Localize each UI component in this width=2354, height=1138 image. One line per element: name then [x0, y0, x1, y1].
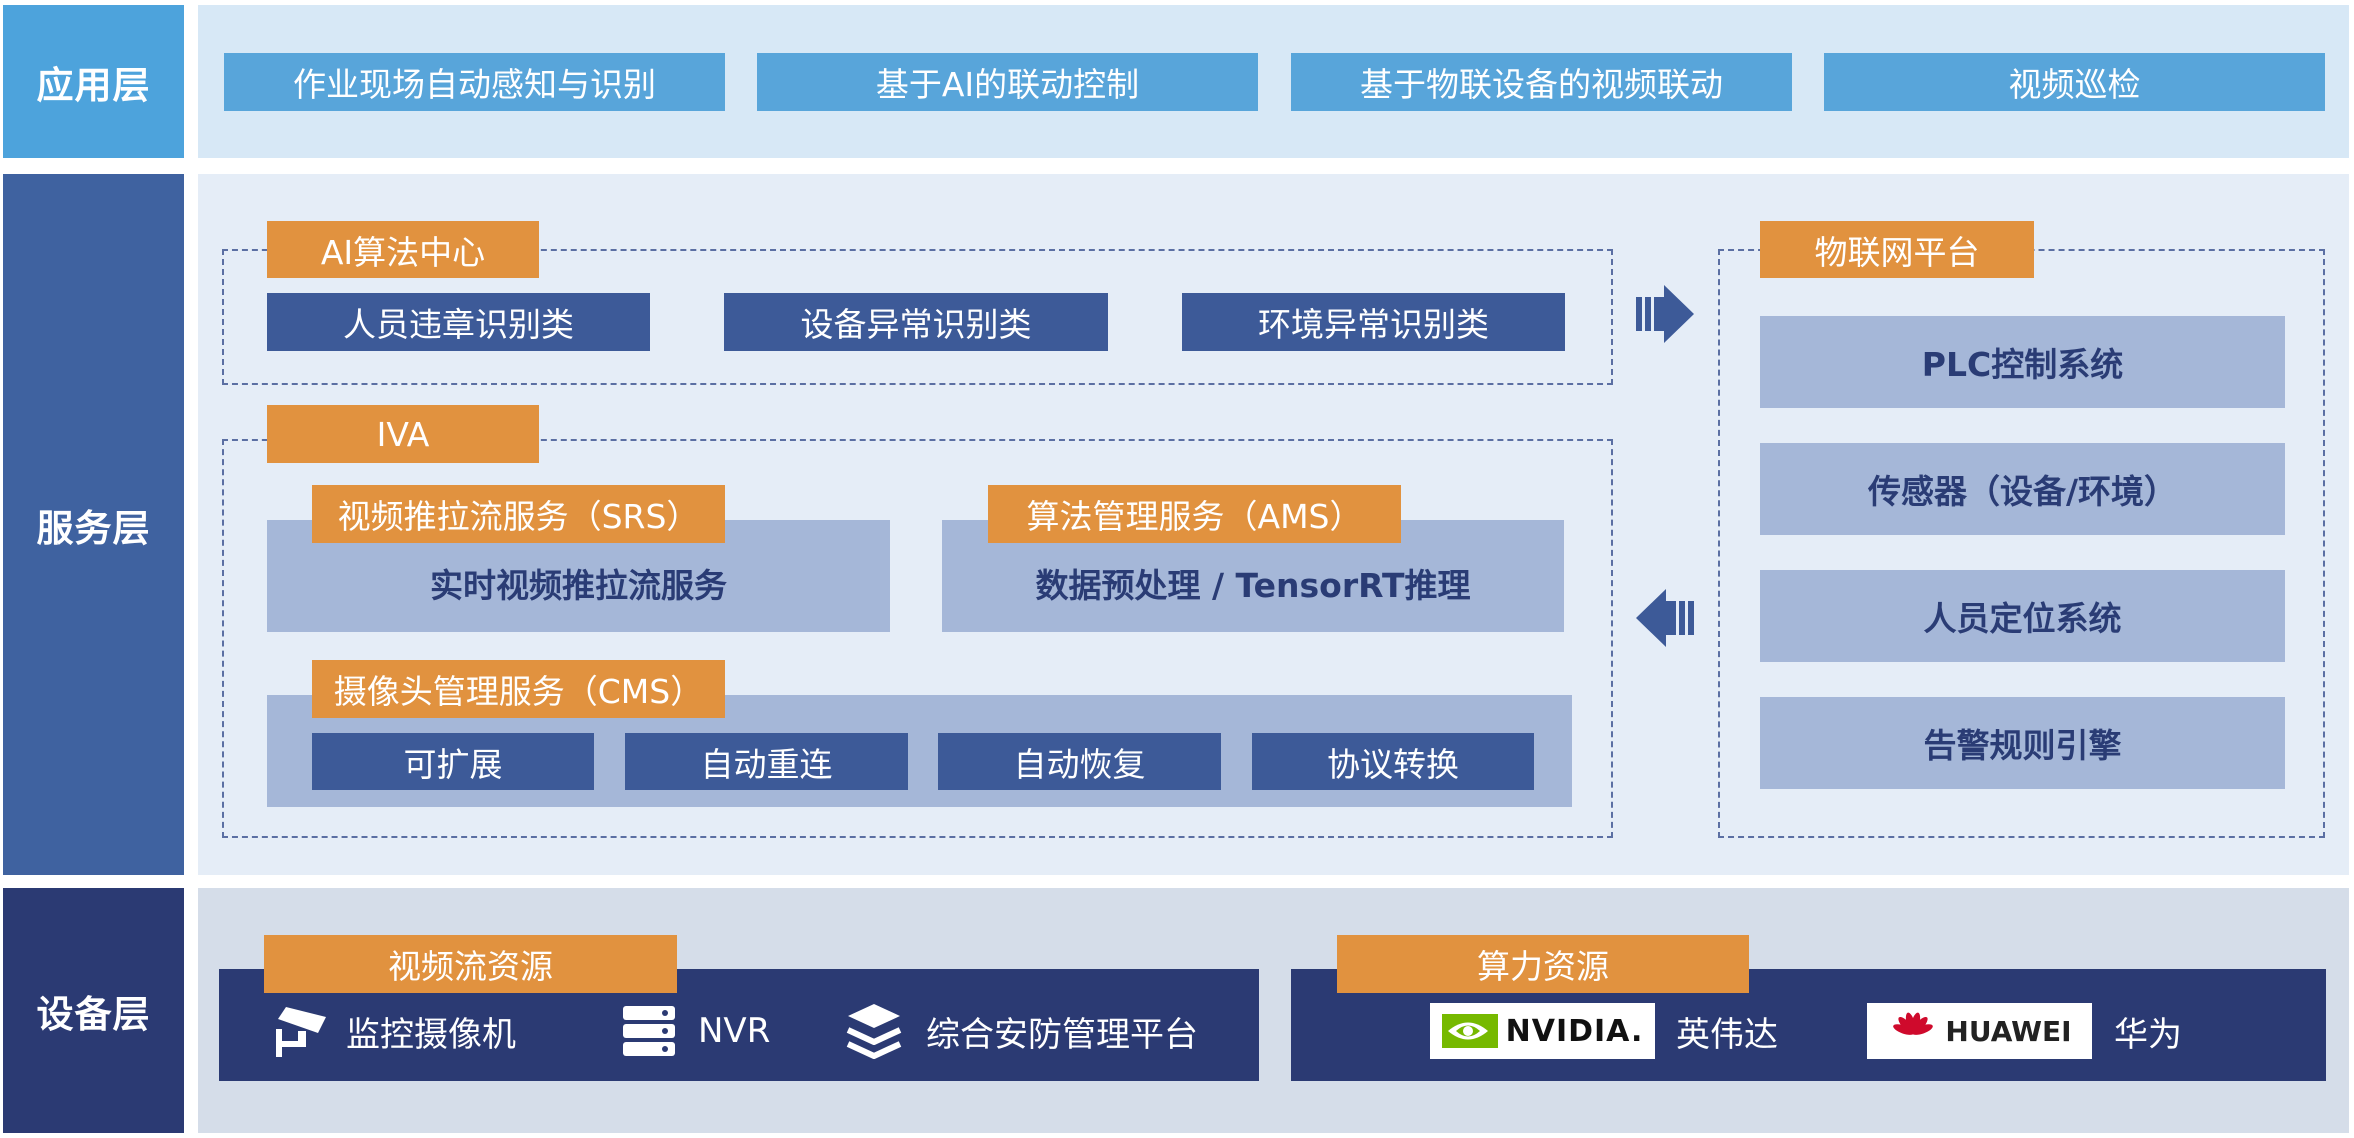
arrow-right-icon: [1636, 285, 1694, 343]
app-item-auto-perception: 作业现场自动感知与识别: [224, 53, 725, 111]
app-item-video-patrol: 视频巡检: [1824, 53, 2325, 111]
iot-item-alarm-engine: 告警规则引擎: [1760, 697, 2285, 789]
ai-center-title: AI算法中心: [267, 221, 539, 278]
nvidia-logo-text: NVIDIA.: [1505, 1013, 1644, 1049]
iot-item-positioning: 人员定位系统: [1760, 570, 2285, 662]
layer-label-service: 服务层: [3, 174, 184, 875]
huawei-logo-text: HUAWEI: [1945, 1014, 2072, 1048]
arrow-left-icon: [1636, 589, 1694, 647]
cms-item-auto-reconnect: 自动重连: [625, 733, 908, 790]
layer-label-device: 设备层: [3, 888, 184, 1133]
cms-item-scalable: 可扩展: [312, 733, 594, 790]
app-item-iot-video-linkage: 基于物联设备的视频联动: [1291, 53, 1792, 111]
cms-title: 摄像头管理服务（CMS）: [312, 660, 725, 718]
iot-platform-title: 物联网平台: [1760, 221, 2034, 278]
huawei-logo: HUAWEI: [1867, 1003, 2092, 1059]
layer-label-app: 应用层: [3, 5, 184, 158]
iva-title: IVA: [267, 405, 539, 463]
cms-item-protocol-conversion: 协议转换: [1252, 733, 1534, 790]
cms-item-auto-recovery: 自动恢复: [938, 733, 1221, 790]
srs-title: 视频推拉流服务（SRS）: [312, 485, 725, 543]
huawei-flower-icon: [1893, 1012, 1934, 1035]
ai-item-environment-anomaly: 环境异常识别类: [1182, 293, 1565, 351]
app-item-ai-linkage: 基于AI的联动控制: [757, 53, 1258, 111]
ai-item-personnel-violation: 人员违章识别类: [267, 293, 650, 351]
camera-icon: [276, 1007, 326, 1057]
ams-title: 算法管理服务（AMS）: [988, 485, 1401, 543]
iot-item-plc: PLC控制系统: [1760, 316, 2285, 408]
server-icon: [623, 1006, 675, 1056]
video-item-security-platform: 综合安防管理平台: [926, 1014, 1198, 1055]
compute-item-huawei: 华为: [2114, 1014, 2182, 1055]
compute-resources-title: 算力资源: [1337, 935, 1749, 993]
nvidia-logo: NVIDIA.: [1430, 1003, 1655, 1059]
iva-group: [222, 439, 1613, 838]
layers-icon: [846, 1004, 902, 1059]
nvidia-eye-icon: [1441, 1014, 1498, 1048]
video-item-camera: 监控摄像机: [346, 1014, 516, 1055]
ai-item-equipment-anomaly: 设备异常识别类: [724, 293, 1108, 351]
video-resources-title: 视频流资源: [264, 935, 677, 993]
compute-item-nvidia: 英伟达: [1676, 1014, 1778, 1055]
video-item-nvr: NVR: [698, 1011, 771, 1051]
iot-item-sensor: 传感器（设备/环境）: [1760, 443, 2285, 535]
ai-center-group: [222, 249, 1613, 385]
